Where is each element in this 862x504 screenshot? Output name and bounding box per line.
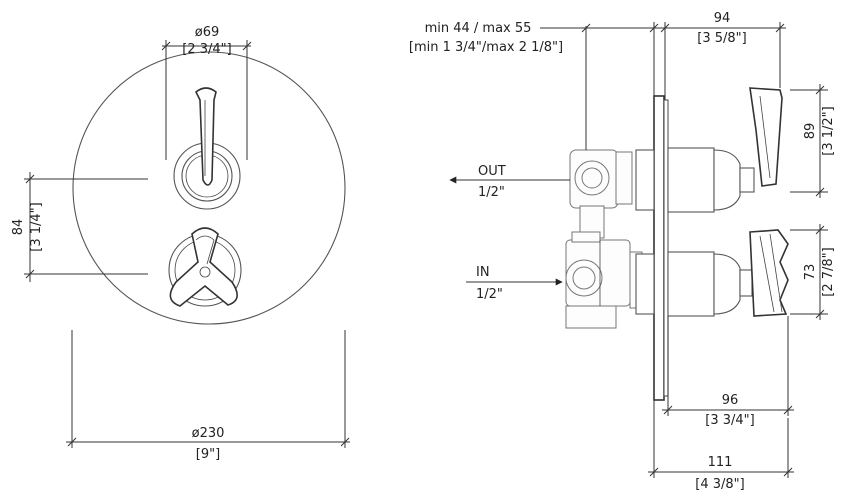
lower-handle-side bbox=[635, 229, 789, 317]
handle-spacing-label: 84 bbox=[11, 219, 26, 236]
total-depth-imperial: [4 3/8"] bbox=[695, 477, 744, 492]
inlet-label: IN bbox=[476, 265, 490, 280]
lower-height-label: 73 bbox=[803, 264, 818, 281]
lower-spoke-handle bbox=[168, 227, 242, 307]
plate-diameter-label: ø230 bbox=[192, 426, 225, 441]
upper-handle-side bbox=[635, 87, 783, 213]
wall-depth-dimension: min 44 / max 55 [min 1 3/4"/max 2 1/8"] bbox=[409, 21, 660, 150]
wall-depth-imperial: [min 1 3/4"/max 2 1/8"] bbox=[409, 40, 563, 55]
outlet-label: OUT bbox=[478, 164, 506, 179]
projection-imperial: [3 3/4"] bbox=[705, 413, 754, 428]
lower-height-dimension: 73 [2 7/8"] bbox=[790, 224, 836, 320]
outlet-size: 1/2" bbox=[478, 185, 505, 200]
projection-dimension: 96 [3 3/4"] bbox=[662, 316, 794, 428]
side-view: OUT 1/2" IN 1/2" min 44 / max 55 [min 1 … bbox=[409, 11, 836, 492]
upper-height-imperial: [3 1/2"] bbox=[821, 106, 836, 155]
wall-depth-label: min 44 / max 55 bbox=[425, 21, 532, 36]
upper-height-dimension: 89 [3 1/2"] bbox=[790, 84, 836, 198]
handle-diameter-imperial: [2 3/4"] bbox=[182, 42, 231, 57]
outlet-indicator: OUT 1/2" bbox=[449, 164, 570, 200]
handle-diameter-dimension: ø69 [2 3/4"] bbox=[161, 25, 252, 160]
projection-label: 96 bbox=[722, 393, 739, 408]
total-depth-dimension: 111 [4 3/8"] bbox=[648, 400, 794, 492]
lower-height-imperial: [2 7/8"] bbox=[821, 247, 836, 296]
plate-diameter-imperial: [9"] bbox=[196, 447, 220, 462]
inlet-size: 1/2" bbox=[476, 287, 503, 302]
handle-spacing-imperial: [3 1/4"] bbox=[29, 202, 44, 251]
total-depth-label: 111 bbox=[708, 455, 733, 470]
top-depth-imperial: [3 5/8"] bbox=[697, 31, 746, 46]
handle-spacing-dimension: 84 [3 1/4"] bbox=[11, 172, 148, 282]
upper-height-label: 89 bbox=[803, 123, 818, 140]
top-depth-label: 94 bbox=[714, 11, 731, 26]
wall-plate bbox=[653, 95, 665, 401]
valve-body bbox=[565, 149, 643, 329]
front-view: ø69 [2 3/4"] 84 [3 1/4"] ø230 [9"] bbox=[11, 25, 350, 462]
plate-diameter-dimension: ø230 [9"] bbox=[66, 330, 350, 462]
top-depth-dimension: 94 [3 5/8"] bbox=[660, 11, 786, 100]
upper-lever-handle bbox=[173, 87, 241, 210]
handle-diameter-label: ø69 bbox=[195, 25, 220, 40]
inlet-indicator: IN 1/2" bbox=[466, 265, 563, 302]
